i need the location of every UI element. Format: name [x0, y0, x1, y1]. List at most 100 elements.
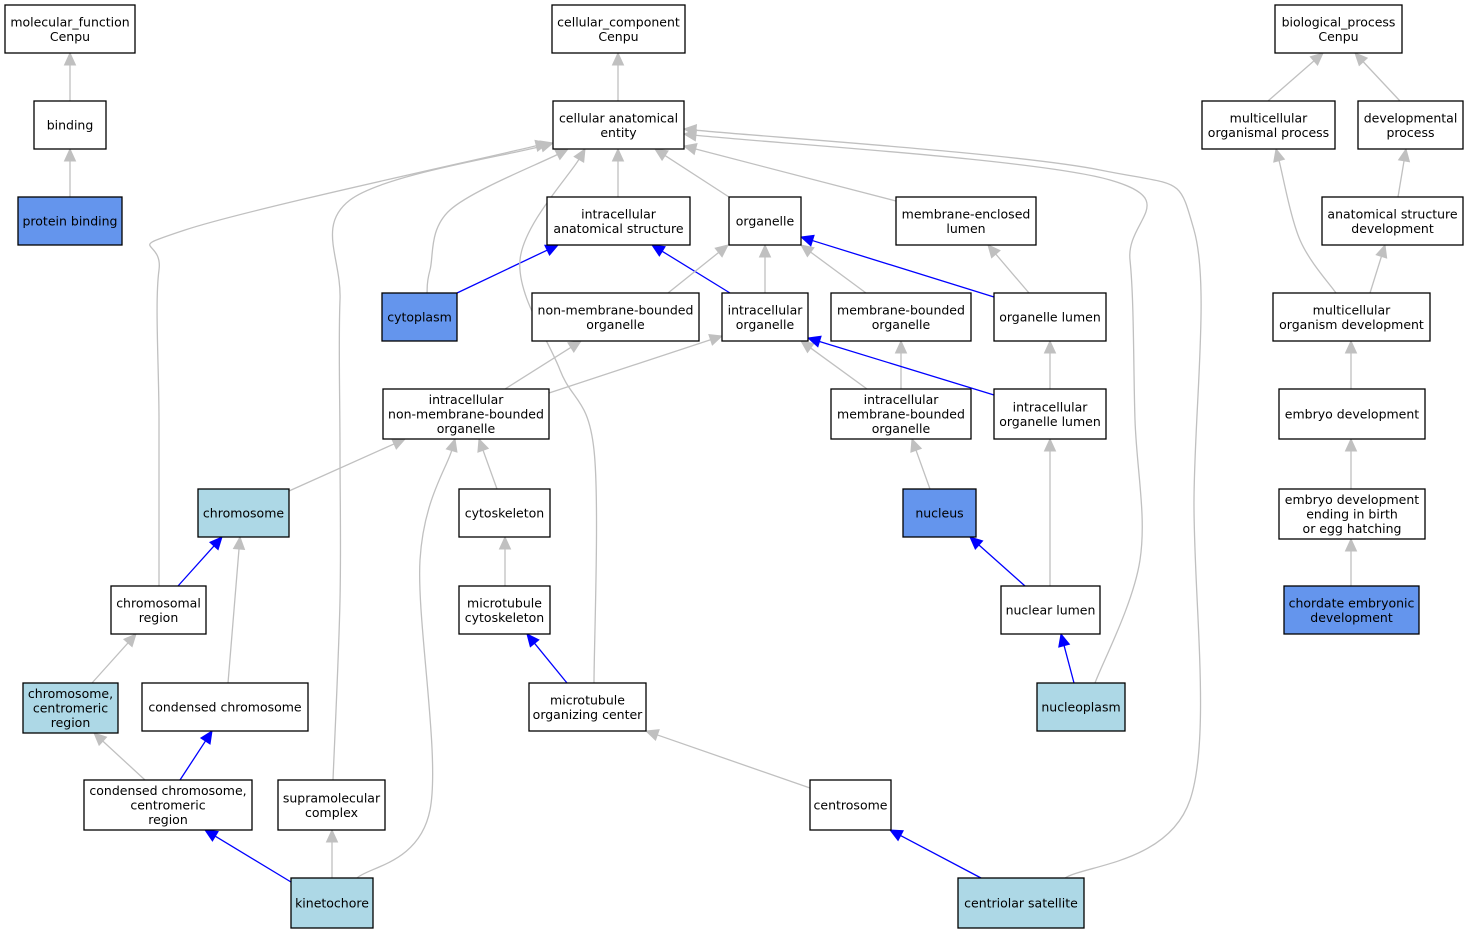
node-box[interactable] — [1201, 100, 1336, 150]
node-box[interactable] — [902, 488, 977, 538]
node-chromosome[interactable]: chromosome — [197, 488, 290, 538]
arrowhead-icon — [1273, 147, 1286, 163]
node-box[interactable] — [1278, 488, 1426, 540]
node-nucleus[interactable]: nucleus — [902, 488, 977, 538]
node-box[interactable] — [551, 4, 686, 54]
node-box[interactable] — [895, 196, 1037, 246]
node-box[interactable] — [382, 388, 550, 440]
edge-part-of-cytoplasm-to-ias — [456, 244, 560, 294]
node-intracellular-non-membrane-bounded-organelle[interactable]: intracellularnon-membrane-boundedorganel… — [382, 388, 550, 440]
node-box[interactable] — [110, 585, 207, 635]
node-box[interactable] — [381, 292, 458, 342]
node-box[interactable] — [531, 292, 700, 342]
node-label: membrane-bounded — [837, 302, 965, 317]
node-box[interactable] — [458, 488, 551, 538]
node-label: nucleus — [915, 506, 963, 521]
edge-line — [288, 443, 395, 492]
node-box[interactable] — [17, 196, 123, 246]
node-box[interactable] — [458, 585, 551, 635]
edge-is-a-chromcen-to-chromreg — [91, 633, 137, 684]
node-box[interactable] — [721, 292, 809, 342]
node-box[interactable] — [141, 682, 309, 732]
node-box[interactable] — [290, 877, 374, 929]
edge-is-a-imbo-to-io — [800, 340, 868, 390]
node-label: centrosome — [814, 798, 888, 813]
node-box[interactable] — [546, 196, 691, 246]
node-label: or egg hatching — [1303, 521, 1402, 536]
arrowhead-icon — [650, 244, 666, 257]
node-box[interactable] — [1272, 292, 1431, 342]
node-box[interactable] — [830, 388, 972, 440]
node-box[interactable] — [277, 779, 386, 831]
node-organelle-lumen[interactable]: organelle lumen — [993, 292, 1107, 342]
node-nucleoplasm[interactable]: nucleoplasm — [1036, 682, 1126, 732]
node-box[interactable] — [830, 292, 972, 342]
node-box[interactable] — [1274, 4, 1403, 54]
arrowhead-icon — [611, 51, 625, 66]
node-box[interactable] — [1357, 100, 1464, 150]
node-protein-binding[interactable]: protein binding — [17, 196, 123, 246]
node-box[interactable] — [957, 877, 1085, 929]
node-box[interactable] — [728, 196, 802, 246]
node-box[interactable] — [528, 682, 647, 732]
edge-is-a-embdev-to-mod — [1344, 339, 1358, 389]
edge-line — [657, 734, 811, 789]
node-cytoskeleton[interactable]: cytoskeleton — [458, 488, 551, 538]
node-box[interactable] — [4, 4, 136, 54]
node-kinetochore[interactable]: kinetochore — [290, 877, 374, 929]
node-label: organelle lumen — [999, 414, 1101, 429]
node-box[interactable] — [993, 388, 1107, 440]
node-box[interactable] — [993, 292, 1107, 342]
node-condensed-chromosome[interactable]: condensed chromosome — [141, 682, 309, 732]
node-centriolar-satellite[interactable]: centriolar satellite — [957, 877, 1085, 929]
node-box[interactable] — [1278, 388, 1426, 440]
node-label: chromosome — [203, 506, 284, 521]
node-embryo-development[interactable]: embryo development — [1278, 388, 1426, 440]
node-box[interactable] — [33, 100, 107, 150]
edge-part-of-nlumen-to-nucleus — [969, 536, 1026, 587]
node-label: organelle — [586, 317, 645, 332]
node-box[interactable] — [1036, 682, 1126, 732]
edge-line — [661, 250, 731, 294]
node-box[interactable] — [1283, 585, 1420, 635]
node-box[interactable] — [1000, 585, 1101, 635]
node-cytoplasm[interactable]: cytoplasm — [381, 292, 458, 342]
node-nuclear-lumen[interactable]: nuclear lumen — [1000, 585, 1101, 635]
edge-line — [1278, 160, 1337, 294]
node-box[interactable] — [1321, 196, 1464, 246]
node-box[interactable] — [552, 100, 685, 150]
node-box[interactable] — [83, 779, 253, 831]
node-label: anatomical structure — [553, 221, 683, 236]
node-organelle[interactable]: organelle — [728, 196, 802, 246]
node-box[interactable] — [197, 488, 290, 538]
node-binding[interactable]: binding — [33, 100, 107, 150]
node-label: developmental — [1364, 110, 1458, 125]
node-box[interactable] — [809, 779, 892, 831]
node-label: organelle — [872, 421, 931, 436]
node-centrosome[interactable]: centrosome — [809, 779, 892, 831]
node-box[interactable] — [22, 682, 119, 734]
